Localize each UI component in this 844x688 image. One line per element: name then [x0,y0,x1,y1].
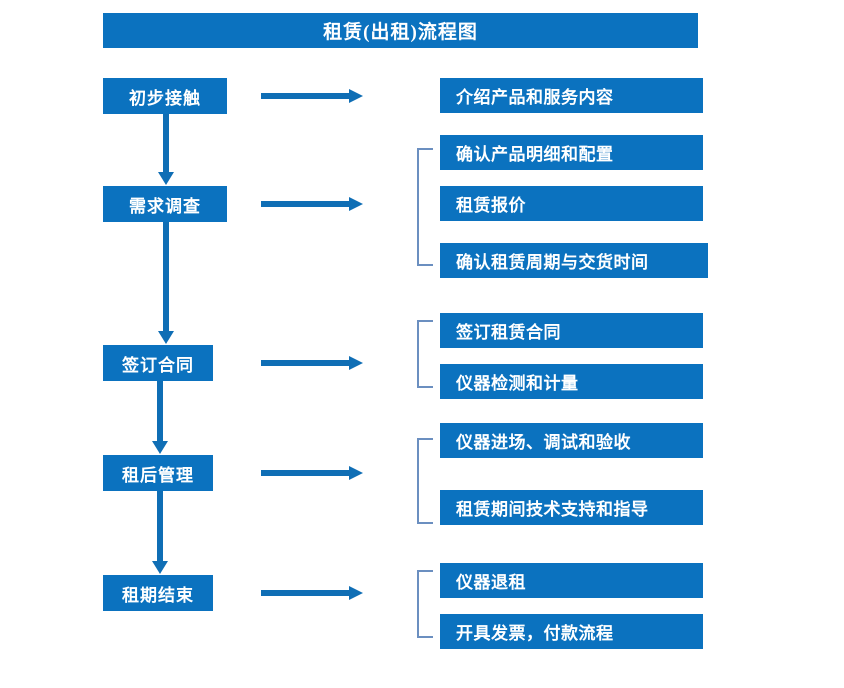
detail-box-9[interactable]: 仪器退租 [440,563,703,598]
stage-box-2[interactable]: 需求调查 [103,186,227,222]
detail-box-6[interactable]: 仪器检测和计量 [440,364,703,399]
arrow-down-3 [149,381,171,455]
group-bracket-2 [416,148,434,266]
group-bracket-5 [416,570,434,638]
arrow-right-5 [261,585,364,601]
detail-box-1[interactable]: 介绍产品和服务内容 [440,78,703,113]
detail-box-3[interactable]: 租赁报价 [440,186,703,221]
arrow-down-1 [155,114,177,186]
group-bracket-4 [416,438,434,524]
arrow-right-2 [261,196,364,212]
arrow-down-4 [149,491,171,575]
arrow-right-4 [261,465,364,481]
arrow-right-3 [261,355,364,371]
detail-box-4[interactable]: 确认租赁周期与交货时间 [440,243,708,278]
detail-box-2[interactable]: 确认产品明细和配置 [440,135,703,170]
stage-box-1[interactable]: 初步接触 [103,78,227,114]
stage-box-5[interactable]: 租期结束 [103,575,213,611]
arrow-right-1 [261,88,364,104]
detail-box-5[interactable]: 签订租赁合同 [440,313,703,348]
detail-box-8[interactable]: 租赁期间技术支持和指导 [440,490,703,525]
group-bracket-3 [416,320,434,388]
arrow-down-2 [155,222,177,345]
page-title: 租赁(出租)流程图 [103,13,698,48]
detail-box-10[interactable]: 开具发票，付款流程 [440,614,703,649]
detail-box-7[interactable]: 仪器进场、调试和验收 [440,423,703,458]
stage-box-4[interactable]: 租后管理 [103,455,213,491]
stage-box-3[interactable]: 签订合同 [103,345,213,381]
